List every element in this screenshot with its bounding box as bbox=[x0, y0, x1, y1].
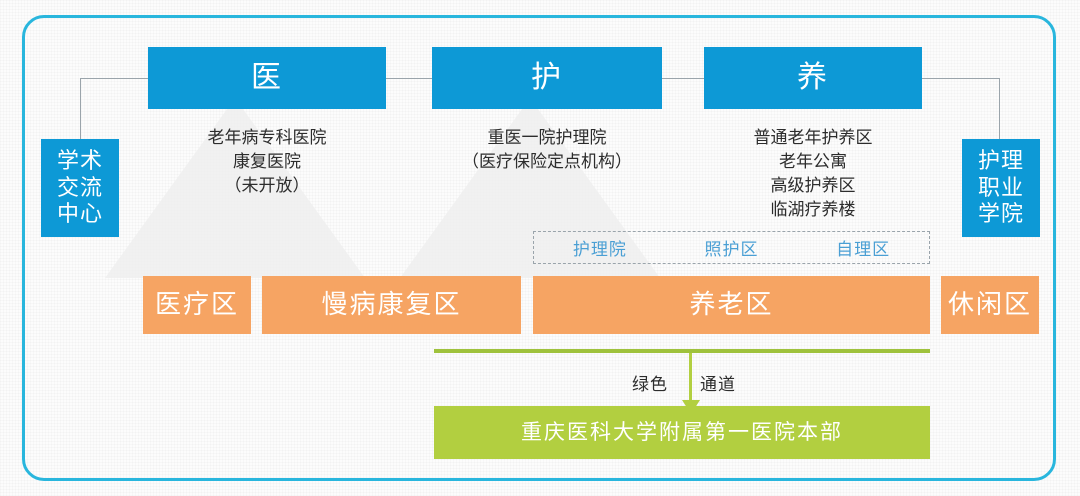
zone-box-elderly-care-area[interactable]: 养老区 bbox=[533, 276, 930, 334]
bottom-box-main-hospital[interactable]: 重庆医科大学附属第一医院本部 bbox=[434, 406, 930, 459]
side-box-right-label: 护理 职业 学院 bbox=[977, 147, 1024, 227]
zone-box-leisure-area[interactable]: 休闲区 bbox=[941, 276, 1039, 334]
zone-label-elderly-care-area: 养老区 bbox=[689, 289, 774, 320]
bottom-box-label: 重庆医科大学附属第一医院本部 bbox=[521, 420, 843, 444]
connector-line-left-horizontal bbox=[80, 78, 150, 79]
connector-line-hu-yang bbox=[662, 78, 704, 79]
zone-label-medical-area: 医疗区 bbox=[154, 289, 239, 320]
top-box-medical[interactable]: 医 bbox=[148, 47, 386, 109]
dashed-item-nursing-home[interactable]: 护理院 bbox=[572, 240, 627, 259]
zone-box-chronic-rehab-area[interactable]: 慢病康复区 bbox=[262, 276, 521, 334]
connector-line-yi-hu bbox=[386, 78, 432, 79]
description-elderly-care: 普通老年护养区 老年公寓 高级护养区 临湖疗养楼 bbox=[753, 128, 873, 220]
dashed-item-care-zone[interactable]: 照护区 bbox=[704, 240, 759, 259]
side-box-left-label: 学术 交流 中心 bbox=[56, 147, 103, 227]
top-box-elderly-care[interactable]: 养 bbox=[704, 47, 922, 109]
side-box-academic-exchange-center[interactable]: 学术 交流 中心 bbox=[41, 139, 119, 237]
connector-line-right-vertical bbox=[999, 78, 1000, 140]
dashed-group-elderly-subzones: 护理院 照护区 自理区 bbox=[533, 231, 930, 264]
channel-label-left: 绿色 bbox=[632, 375, 668, 394]
zone-box-medical-area[interactable]: 医疗区 bbox=[143, 276, 251, 334]
top-box-nursing-label: 护 bbox=[531, 60, 563, 94]
dashed-item-self-care-zone[interactable]: 自理区 bbox=[836, 240, 891, 259]
connector-line-right-horizontal bbox=[922, 78, 1000, 79]
top-box-medical-label: 医 bbox=[251, 60, 283, 94]
side-box-nursing-vocational-college[interactable]: 护理 职业 学院 bbox=[962, 139, 1040, 237]
green-arrow-stem bbox=[689, 353, 692, 405]
top-box-nursing[interactable]: 护 bbox=[432, 47, 662, 109]
description-nursing: 重医一院护理院 （医疗保险定点机构） bbox=[462, 128, 632, 172]
connector-line-left-vertical bbox=[80, 78, 81, 140]
top-box-elderly-care-label: 养 bbox=[797, 60, 829, 94]
zone-label-chronic-rehab-area: 慢病康复区 bbox=[321, 289, 462, 320]
channel-label-right: 通道 bbox=[700, 375, 736, 394]
green-channel-line bbox=[434, 349, 930, 353]
description-medical: 老年病专科医院 康复医院 （未开放） bbox=[207, 128, 327, 196]
zone-label-leisure-area: 休闲区 bbox=[947, 289, 1032, 320]
